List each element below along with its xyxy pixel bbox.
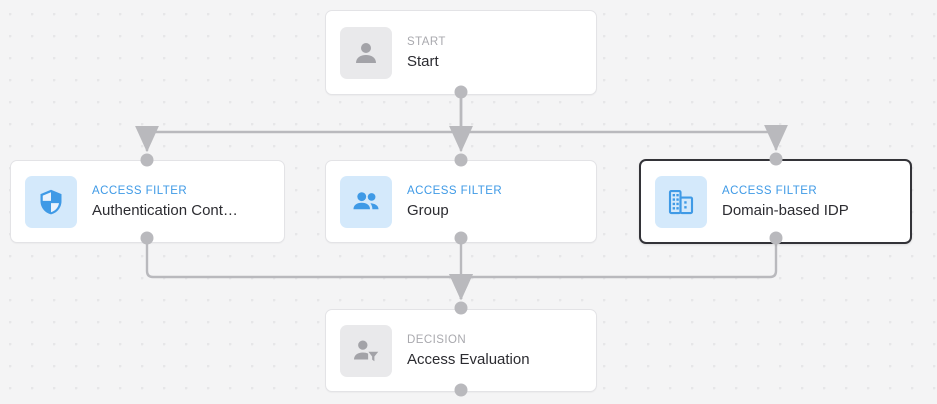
node-kind-label: ACCESS FILTER — [407, 184, 503, 197]
port-access-evaluation-input[interactable] — [454, 301, 468, 315]
node-title-label: Group — [407, 201, 449, 219]
node-title-label: Domain-based IDP — [722, 201, 849, 219]
port-domain-based-idp-output[interactable] — [769, 231, 783, 245]
port-group-input[interactable] — [454, 153, 468, 167]
node-text: DECISION Access Evaluation — [407, 333, 530, 369]
node-text: ACCESS FILTER Domain-based IDP — [722, 184, 849, 220]
building-icon — [655, 175, 707, 228]
node-kind-label: ACCESS FILTER — [722, 184, 818, 197]
node-authentication-context[interactable]: ACCESS FILTER Authentication Cont… — [10, 160, 285, 243]
edge-authentication-context-to-access-evaluation — [145, 238, 473, 301]
node-title-label: Authentication Cont… — [92, 201, 238, 219]
edge-start-to-domain-based-idp — [459, 92, 788, 152]
port-access-evaluation-output[interactable] — [454, 383, 468, 397]
node-kind-label: DECISION — [407, 333, 467, 346]
node-access-evaluation[interactable]: DECISION Access Evaluation — [325, 309, 597, 392]
edge-domain-based-idp-to-access-evaluation — [449, 238, 778, 301]
node-title-label: Start — [407, 52, 439, 70]
node-text: START Start — [407, 35, 446, 71]
shield-icon — [25, 175, 77, 228]
node-kind-label: ACCESS FILTER — [92, 184, 188, 197]
node-group[interactable]: ACCESS FILTER Group — [325, 160, 597, 243]
port-domain-based-idp-input[interactable] — [769, 152, 783, 166]
person-icon — [340, 26, 392, 79]
node-start[interactable]: START Start — [325, 10, 597, 95]
node-text: ACCESS FILTER Group — [407, 184, 502, 220]
node-title-label: Access Evaluation — [407, 350, 530, 368]
port-start-output[interactable] — [454, 85, 468, 99]
port-authentication-context-input[interactable] — [140, 153, 154, 167]
edge-start-to-authentication-context — [135, 92, 463, 153]
node-text: ACCESS FILTER Authentication Cont… — [92, 184, 238, 220]
port-group-output[interactable] — [454, 231, 468, 245]
port-authentication-context-output[interactable] — [140, 231, 154, 245]
person-filter-icon — [340, 324, 392, 377]
node-kind-label: START — [407, 35, 446, 48]
people-icon — [340, 175, 392, 228]
